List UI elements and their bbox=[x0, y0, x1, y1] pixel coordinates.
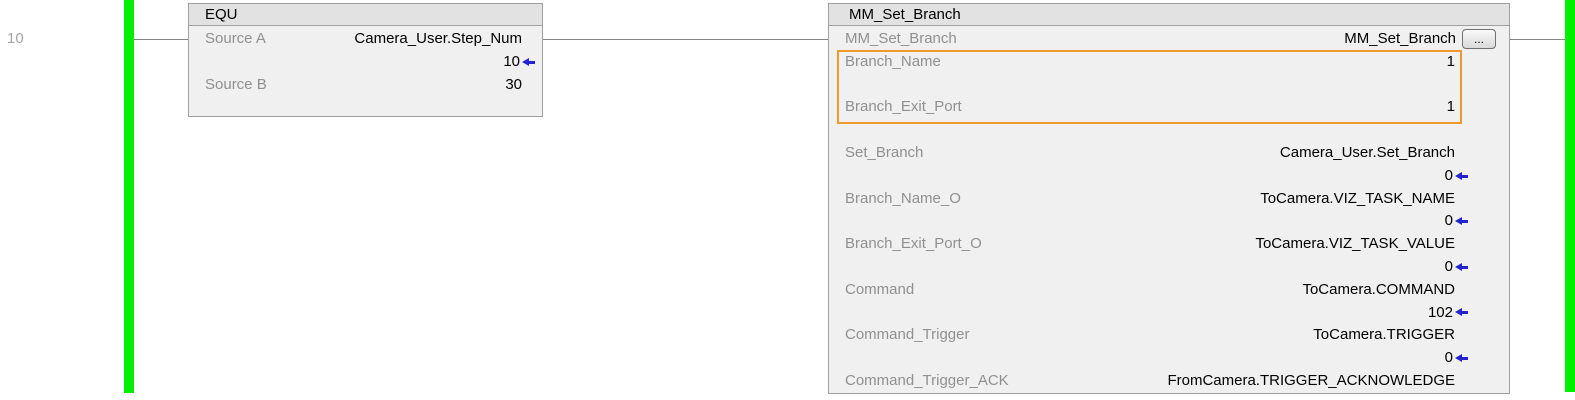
parameter-value-group: 10 bbox=[503, 51, 535, 74]
parameter-value[interactable]: 10 bbox=[503, 52, 520, 70]
parameter-value[interactable]: 102 bbox=[1427, 303, 1453, 321]
parameter-value[interactable]: ToCamera.VIZ_TASK_VALUE bbox=[1255, 235, 1455, 253]
parameter-value-group: 0 bbox=[1445, 256, 1468, 279]
equ-instruction-title[interactable]: EQU bbox=[189, 4, 542, 26]
parameter-row[interactable]: 0 bbox=[829, 347, 1509, 370]
live-value-arrow-icon bbox=[1455, 171, 1468, 181]
parameter-row[interactable]: 0 bbox=[829, 256, 1509, 279]
parameter-label: Set_Branch bbox=[845, 143, 924, 161]
parameter-value-group: ToCamera.VIZ_TASK_NAME bbox=[1260, 188, 1455, 211]
parameter-value[interactable]: FromCamera.TRIGGER_ACKNOWLEDGE bbox=[1167, 371, 1455, 389]
live-value-arrow-icon bbox=[1455, 308, 1468, 317]
parameter-value[interactable]: 0 bbox=[1444, 257, 1453, 275]
parameter-label: MM_Set_Branch bbox=[845, 30, 957, 47]
parameter-value-group: 0 bbox=[1445, 165, 1468, 188]
parameter-label: Source B bbox=[205, 75, 267, 93]
parameter-label: Command_Trigger bbox=[845, 326, 970, 344]
parameter-value[interactable]: MM_Set_Branch bbox=[1344, 30, 1456, 47]
wire-segment-left bbox=[134, 39, 188, 40]
parameter-value-group: 0 bbox=[1445, 347, 1468, 370]
parameter-row[interactable]: Command_Trigger ToCamera.TRIGGER bbox=[829, 324, 1509, 347]
parameter-row[interactable]: Branch_Name_O ToCamera.VIZ_TASK_NAME bbox=[829, 188, 1509, 211]
parameter-value[interactable]: 0 bbox=[1444, 349, 1453, 367]
parameter-value-group: 30 bbox=[505, 74, 522, 97]
rung-number[interactable]: 10 bbox=[7, 30, 24, 47]
live-value-arrow-icon bbox=[1455, 217, 1468, 226]
parameter-label: Source A bbox=[205, 30, 266, 47]
parameter-row[interactable]: Command_Trigger_ACK FromCamera.TRIGGER_AC… bbox=[829, 370, 1509, 393]
parameter-value[interactable]: ToCamera.COMMAND bbox=[1302, 280, 1455, 298]
spacer-row bbox=[829, 74, 1509, 97]
parameter-label: Command_Trigger_ACK bbox=[845, 371, 1009, 389]
parameter-value[interactable]: 30 bbox=[505, 75, 522, 93]
parameter-value[interactable]: ToCamera.TRIGGER bbox=[1313, 326, 1455, 344]
parameter-value-group: ToCamera.VIZ_TASK_VALUE bbox=[1255, 233, 1455, 256]
browse-tag-button[interactable]: ... bbox=[1462, 29, 1496, 50]
parameter-row[interactable]: 0 bbox=[829, 210, 1509, 233]
parameter-value[interactable]: 0 bbox=[1444, 212, 1453, 230]
parameter-value[interactable]: ToCamera.VIZ_TASK_NAME bbox=[1260, 189, 1455, 207]
mm-set-branch-instruction-title[interactable]: MM_Set_Branch bbox=[829, 4, 1509, 26]
parameter-value[interactable]: Camera_User.Set_Branch bbox=[1279, 143, 1455, 161]
power-rail-right bbox=[1565, 0, 1575, 392]
parameter-row[interactable]: Branch_Name 1 bbox=[829, 51, 1509, 74]
live-value-arrow-icon bbox=[1455, 354, 1468, 363]
wire-segment-middle bbox=[542, 39, 828, 40]
parameter-row[interactable]: Source B 30 bbox=[189, 74, 542, 97]
parameter-value-group: ToCamera.COMMAND bbox=[1302, 279, 1455, 302]
parameter-row[interactable]: Branch_Exit_Port_O ToCamera.VIZ_TASK_VALU… bbox=[829, 233, 1509, 256]
parameter-value-group: 102 bbox=[1428, 302, 1468, 325]
parameter-value-group: Camera_User.Set_Branch bbox=[1280, 142, 1455, 165]
parameter-row[interactable]: Set_Branch Camera_User.Set_Branch bbox=[829, 142, 1509, 165]
parameter-row[interactable]: 0 bbox=[829, 165, 1509, 188]
parameter-value-group: 1 bbox=[1447, 51, 1455, 74]
parameter-label: Branch_Name_O bbox=[845, 189, 961, 207]
parameter-row[interactable]: Source A Camera_User.Step_Num bbox=[189, 28, 542, 51]
parameter-value[interactable]: Camera_User.Step_Num bbox=[354, 30, 522, 47]
parameter-value[interactable]: 0 bbox=[1444, 166, 1453, 184]
parameter-row[interactable]: Command ToCamera.COMMAND bbox=[829, 279, 1509, 302]
parameter-label: Command bbox=[845, 280, 915, 298]
parameter-row[interactable]: 102 bbox=[829, 302, 1509, 325]
parameter-value[interactable]: 1 bbox=[1446, 98, 1455, 116]
parameter-value-group: 0 bbox=[1445, 210, 1468, 233]
power-rail-left bbox=[124, 0, 134, 393]
parameter-value-group: 1 bbox=[1447, 96, 1455, 119]
wire-segment-right bbox=[1509, 39, 1565, 40]
live-value-arrow-icon bbox=[522, 57, 535, 67]
spacer-row bbox=[829, 119, 1509, 142]
parameter-value-group: Camera_User.Step_Num bbox=[354, 28, 522, 51]
parameter-label: Branch_Exit_Port_O bbox=[845, 235, 982, 253]
live-value-arrow-icon bbox=[1455, 262, 1468, 272]
parameter-row[interactable]: 10 bbox=[189, 51, 542, 74]
parameter-label: Branch_Name bbox=[845, 52, 941, 70]
parameter-row[interactable]: Branch_Exit_Port 1 bbox=[829, 96, 1509, 119]
parameter-value-group: MM_Set_Branch... bbox=[1344, 28, 1496, 51]
parameter-value-group: FromCamera.TRIGGER_ACKNOWLEDGE bbox=[1167, 370, 1455, 393]
parameter-value-group: ToCamera.TRIGGER bbox=[1313, 324, 1455, 347]
parameter-label: Branch_Exit_Port bbox=[845, 98, 962, 116]
parameter-value[interactable]: 1 bbox=[1446, 52, 1455, 70]
